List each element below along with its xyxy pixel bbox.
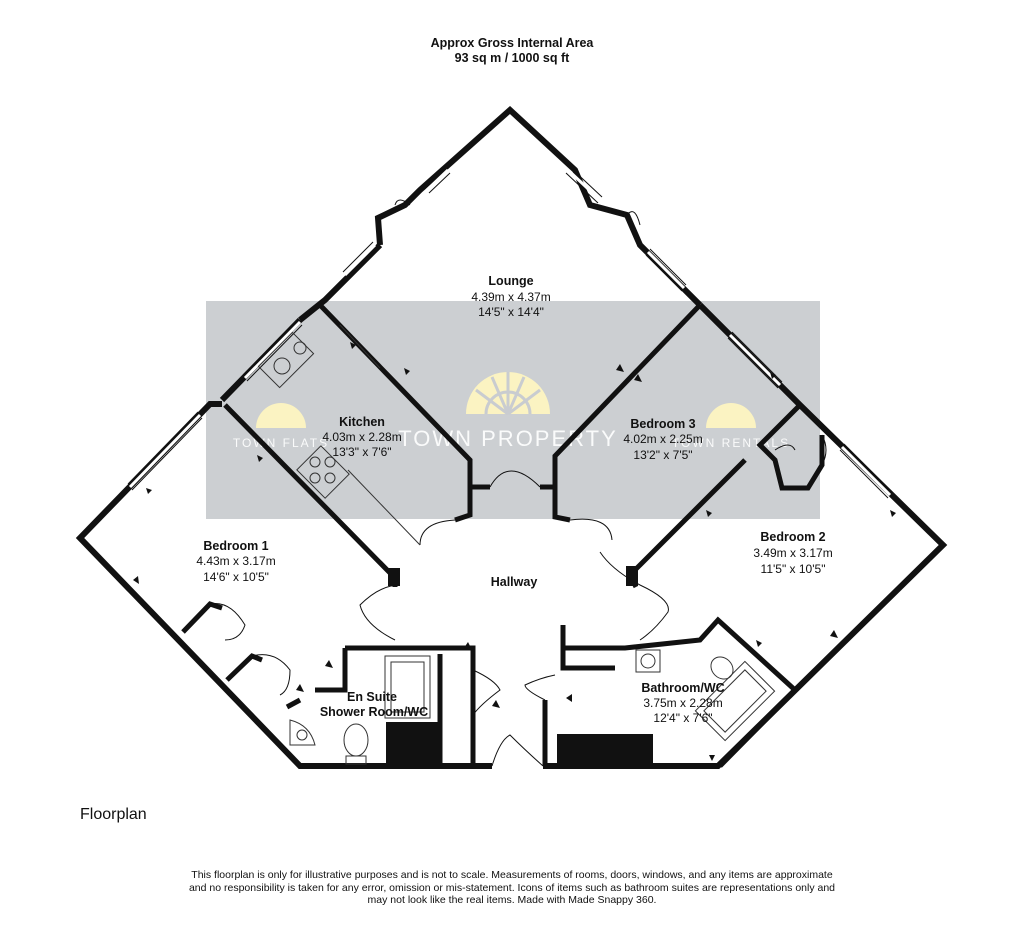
kitchen-imperial: 13'3" x 7'6" bbox=[332, 445, 391, 459]
lounge-imperial: 14'5" x 14'4" bbox=[478, 305, 544, 319]
watermark-center-text: TOWN PROPERTY bbox=[398, 426, 618, 451]
room-label-bedroom1: Bedroom 1 4.43m x 3.17m 14'6" x 10'5" bbox=[196, 539, 275, 584]
bedroom3-metric: 4.02m x 2.25m bbox=[623, 432, 702, 446]
area-value: 93 sq m / 1000 sq ft bbox=[454, 51, 570, 65]
ensuite-fixtures bbox=[289, 655, 431, 765]
room-label-lounge: Lounge 4.39m x 4.37m 14'5" x 14'4" bbox=[471, 274, 550, 319]
room-label-kitchen: Kitchen 4.03m x 2.28m 13'3" x 7'6" bbox=[322, 415, 401, 459]
room-label-hallway: Hallway bbox=[491, 575, 538, 589]
bedroom3-name: Bedroom 3 bbox=[630, 417, 695, 431]
watermark-sun-logo-left bbox=[256, 403, 306, 428]
kitchen-name: Kitchen bbox=[339, 415, 385, 429]
bedroom1-imperial: 14'6" x 10'5" bbox=[203, 570, 269, 584]
room-label-bathroom: Bathroom/WC 3.75m x 2.28m 12'4" x 7'6" bbox=[641, 681, 724, 725]
area-header: Approx Gross Internal Area 93 sq m / 100… bbox=[0, 36, 1024, 66]
bathroom-cupboard-block bbox=[557, 734, 653, 766]
disclaimer-line-1: This floorplan is only for illustrative … bbox=[191, 869, 833, 881]
watermark-left-text: TOWN FLATS bbox=[233, 436, 329, 450]
door-swings bbox=[209, 199, 827, 767]
lounge-metric: 4.39m x 4.37m bbox=[471, 290, 550, 304]
lounge-name: Lounge bbox=[488, 274, 533, 288]
kitchen-metric: 4.03m x 2.28m bbox=[322, 430, 401, 444]
disclaimer-line-3: may not look like the real items. Made w… bbox=[367, 894, 657, 906]
position-markers bbox=[133, 342, 896, 761]
bedroom2-metric: 3.49m x 3.17m bbox=[753, 546, 832, 560]
disclaimer-line-2: and no responsibility is taken for any e… bbox=[188, 881, 836, 894]
room-label-ensuite: En Suite Shower Room/WC bbox=[320, 690, 428, 719]
bathroom-metric: 3.75m x 2.28m bbox=[643, 696, 722, 710]
area-title: Approx Gross Internal Area bbox=[430, 36, 594, 50]
room-label-bedroom3: Bedroom 3 4.02m x 2.25m 13'2" x 7'5" bbox=[623, 417, 702, 462]
bedroom2-name: Bedroom 2 bbox=[760, 530, 825, 544]
bedroom2-imperial: 11'5" x 10'5" bbox=[761, 562, 826, 576]
hallway-name: Hallway bbox=[491, 575, 538, 589]
watermark-sun-logo-right bbox=[706, 403, 756, 428]
ensuite-name-line2: Shower Room/WC bbox=[320, 705, 428, 719]
room-label-bedroom2: Bedroom 2 3.49m x 3.17m 11'5" x 10'5" bbox=[753, 530, 832, 576]
bathroom-name: Bathroom/WC bbox=[641, 681, 724, 695]
kitchen-fixtures bbox=[257, 324, 421, 546]
bathroom-imperial: 12'4" x 7'6" bbox=[653, 711, 712, 725]
bedroom1-name: Bedroom 1 bbox=[203, 539, 268, 553]
ensuite-cupboard-block bbox=[386, 722, 438, 766]
disclaimer: This floorplan is only for illustrative … bbox=[150, 869, 874, 907]
bathroom-fixtures bbox=[635, 649, 776, 742]
bedroom1-metric: 4.43m x 3.17m bbox=[196, 554, 275, 568]
floorplan-label: Floorplan bbox=[80, 806, 147, 823]
bedroom3-imperial: 13'2" x 7'5" bbox=[633, 448, 692, 462]
ensuite-name-line1: En Suite bbox=[347, 690, 397, 704]
